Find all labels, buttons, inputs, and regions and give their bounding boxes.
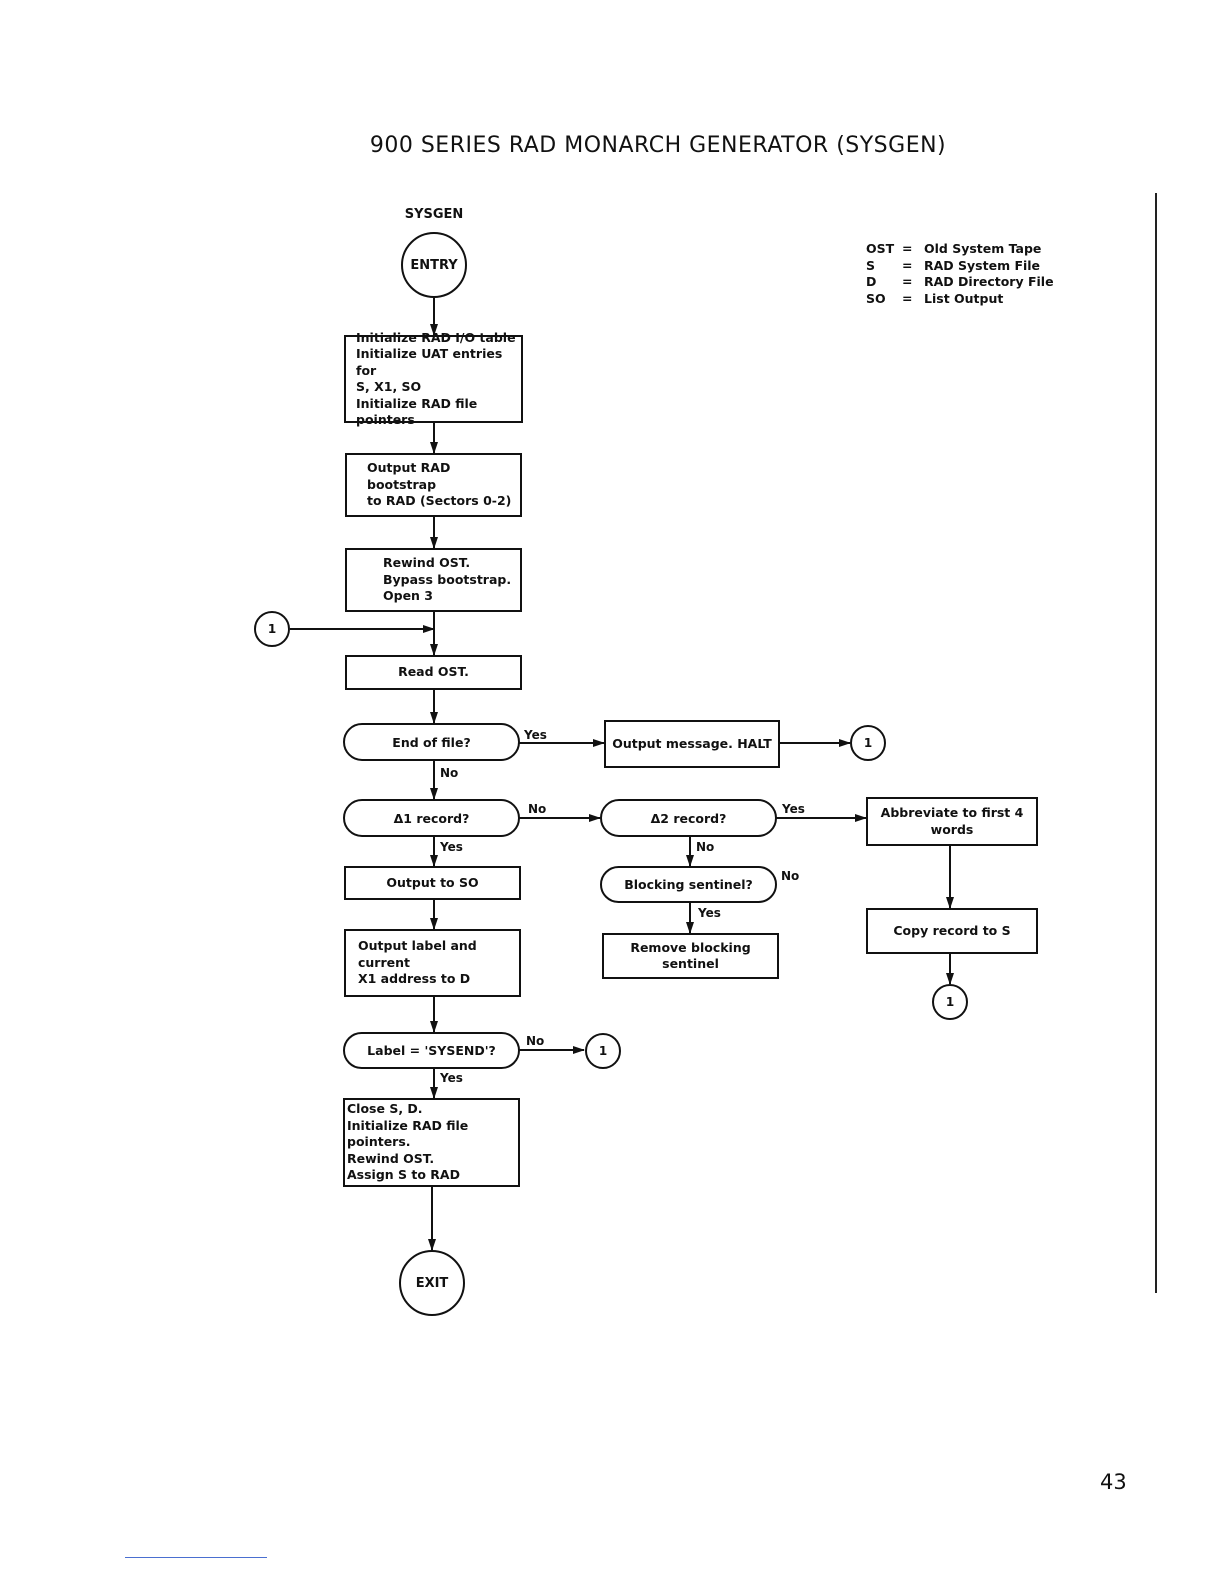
legend-row: SO = List Output xyxy=(866,291,1054,308)
halt-box: Output message. HALT xyxy=(604,720,780,768)
no-label: No xyxy=(528,802,547,816)
yes-label: Yes xyxy=(524,728,547,742)
page-title: 900 SERIES RAD MONARCH GENERATOR (SYSGEN… xyxy=(369,133,947,158)
legend-meaning: List Output xyxy=(924,290,1004,306)
label-sysend-decision: Label = 'SYSEND'? xyxy=(343,1032,520,1069)
abbreviate-box: Abbreviate to first 4 words xyxy=(866,797,1038,846)
yes-label: Yes xyxy=(698,906,721,920)
legend-row: OST = Old System Tape xyxy=(866,241,1054,258)
no-label: No xyxy=(440,766,459,780)
output-so-box: Output to SO xyxy=(344,866,521,900)
legend-abbr: D xyxy=(866,274,877,289)
no-label: No xyxy=(526,1034,545,1048)
legend-equals: = xyxy=(902,241,913,256)
delta2-record-decision: Δ2 record? xyxy=(600,799,777,837)
initialize-text: Initialize RAD I/O table Initialize UAT … xyxy=(356,329,516,428)
close-files-box: Close S, D. Initialize RAD file pointers… xyxy=(343,1098,520,1187)
read-ost-box: Read OST. xyxy=(345,655,522,690)
yes-label: Yes xyxy=(782,802,805,816)
legend: OST = Old System Tape S = RAD System Fil… xyxy=(866,241,1054,307)
no-label: No xyxy=(696,840,715,854)
close-files-text: Close S, D. Initialize RAD file pointers… xyxy=(347,1101,469,1183)
connector-1-out: 1 xyxy=(932,984,968,1020)
output-so-text: Output to SO xyxy=(386,874,479,890)
remove-sentinel-box: Remove blocking sentinel xyxy=(602,933,779,979)
bootstrap-text: Output RAD bootstrap to RAD (Sectors 0-2… xyxy=(367,460,512,509)
legend-abbr: S xyxy=(866,257,876,273)
entry-terminal: ENTRY xyxy=(401,232,467,298)
end-of-file-decision: End of file? xyxy=(343,723,520,761)
initialize-box: Initialize RAD I/O table Initialize UAT … xyxy=(344,330,523,427)
flow-title: SYSGEN xyxy=(404,207,464,222)
exit-terminal: EXIT xyxy=(399,1250,465,1316)
connector-1-out: 1 xyxy=(585,1033,621,1069)
right-margin-rule xyxy=(1155,193,1157,1293)
legend-row: D = RAD Directory File xyxy=(866,274,1054,291)
legend-equals: = xyxy=(902,257,913,273)
connector-1-in: 1 xyxy=(254,611,290,647)
blocking-sentinel-decision: Blocking sentinel? xyxy=(600,866,777,903)
copy-record-text: Copy record to S xyxy=(893,922,1011,938)
bootstrap-box: Output RAD bootstrap to RAD (Sectors 0-2… xyxy=(345,453,522,517)
legend-abbr: OST xyxy=(866,241,895,256)
footnote-rule xyxy=(125,1557,267,1558)
legend-equals: = xyxy=(902,274,913,289)
legend-meaning: RAD Directory File xyxy=(924,274,1054,289)
legend-equals: = xyxy=(902,290,913,306)
copy-record-box: Copy record to S xyxy=(866,908,1038,954)
output-label-box: Output label and current X1 address to D xyxy=(344,929,521,997)
yes-label: Yes xyxy=(440,840,463,854)
delta1-record-decision: Δ1 record? xyxy=(343,799,520,837)
connector-1-out: 1 xyxy=(850,725,886,761)
read-ost-text: Read OST. xyxy=(398,664,469,680)
output-label-text: Output label and current X1 address to D xyxy=(358,938,477,987)
rewind-ost-text: Rewind OST. Bypass bootstrap. Open 3 xyxy=(383,555,512,604)
halt-text: Output message. HALT xyxy=(612,735,772,751)
page-number: 43 xyxy=(1100,1470,1127,1494)
rewind-ost-box: Rewind OST. Bypass bootstrap. Open 3 xyxy=(345,548,522,612)
remove-sentinel-text: Remove blocking sentinel xyxy=(630,939,751,972)
legend-meaning: Old System Tape xyxy=(924,241,1042,256)
legend-abbr: SO xyxy=(866,290,886,306)
legend-row: S = RAD System File xyxy=(866,258,1054,275)
legend-meaning: RAD System File xyxy=(924,257,1041,273)
yes-label: Yes xyxy=(440,1071,463,1085)
abbreviate-text: Abbreviate to first 4 words xyxy=(880,805,1024,837)
no-label: No xyxy=(781,869,800,883)
